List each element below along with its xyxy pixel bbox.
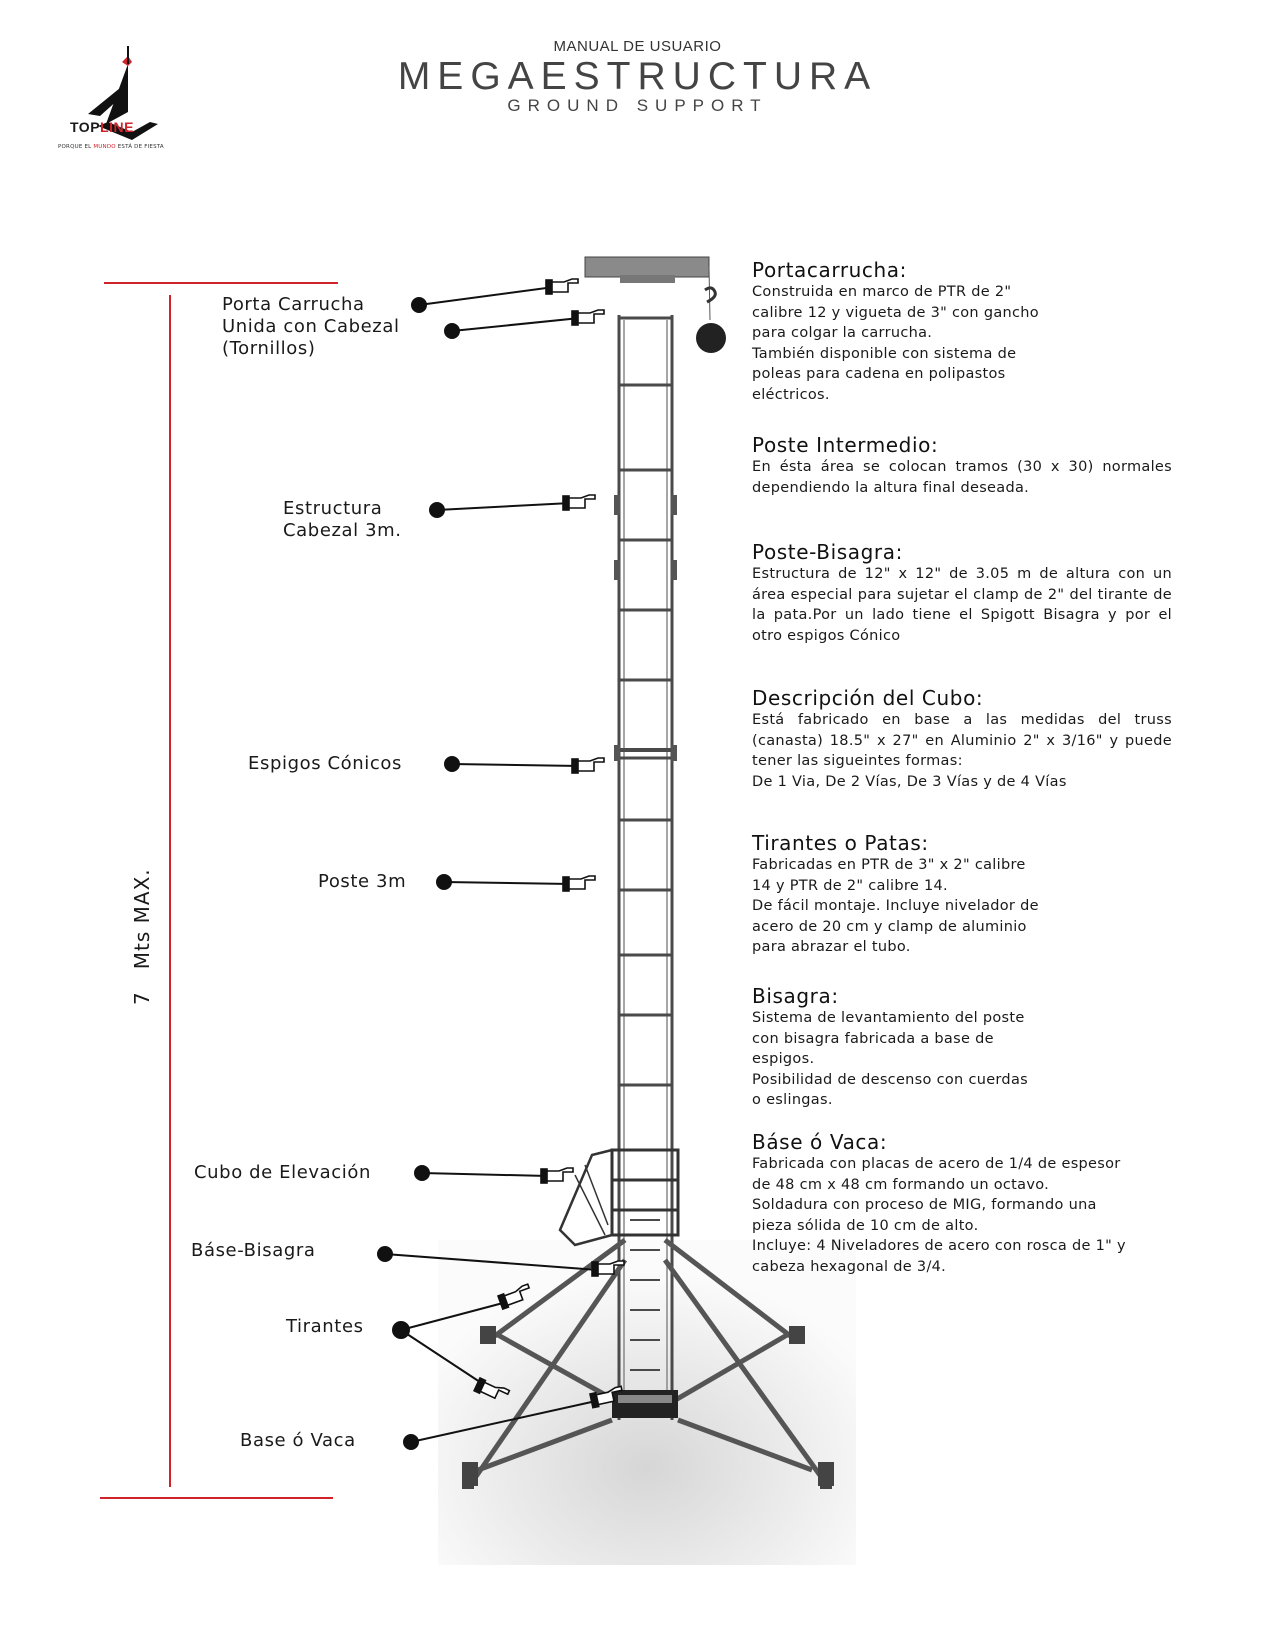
tagline-red: MUNDO: [93, 144, 116, 150]
callout-dot: [429, 502, 445, 518]
callout-label-tirantes: Tirantes: [286, 1316, 364, 1337]
pulley-weight: [696, 323, 726, 353]
brand-name-part2: LINE: [100, 119, 134, 135]
section-title: Tirantes o Patas:: [752, 831, 929, 855]
base-vaca: [612, 1390, 678, 1418]
callout-label-cubo-elevacion: Cubo de Elevación: [194, 1162, 372, 1183]
tagline-part1: PORQUE EL: [58, 144, 94, 150]
section-body: Estructura de 12" x 12" de 3.05 m de alt…: [752, 566, 1172, 644]
callout-dot: [436, 874, 452, 890]
pointing-hand-icon: [473, 278, 625, 1409]
section-descripcion-cubo: Descripción del Cubo: Está fabricado en …: [752, 686, 1172, 792]
callout-label-base-vaca: Base ó Vaca: [240, 1430, 356, 1451]
section-title: Bisagra:: [752, 984, 839, 1008]
page-title: MEGAESTRUCTURA: [397, 55, 878, 98]
section-body: Fabricada con placas de acero de 1/4 de …: [752, 1156, 1126, 1275]
callout-label-poste-3m: Poste 3m: [318, 871, 407, 892]
tirantes-legs: [472, 1237, 825, 1480]
section-title: Portacarrucha:: [752, 258, 907, 282]
section-title: Poste Intermedio:: [752, 433, 939, 457]
section-body: En ésta área se colocan tramos (30 x 30)…: [752, 459, 1172, 496]
tagline-part2: ESTÁ DE FIESTA: [115, 144, 164, 150]
hook-icon: [704, 286, 717, 304]
callout-dot: [444, 323, 460, 339]
page-subtitle: GROUND SUPPORT: [507, 96, 768, 115]
section-body: Fabricadas en PTR de 3" x 2" calibre 14 …: [752, 857, 1039, 955]
callout-label-porta-carrucha: Porta Carrucha Unida con Cabezal (Tornil…: [222, 294, 400, 359]
callout-label-estructura-cabezal: Estructura Cabezal 3m.: [283, 498, 402, 541]
section-title: Descripción del Cubo:: [752, 686, 984, 710]
section-portacarrucha: Portacarrucha: Construida en marco de PT…: [752, 258, 1172, 405]
porta-carrucha-beam: [584, 256, 710, 278]
callout-leaders: [377, 286, 599, 1450]
callout-dot: [377, 1246, 393, 1262]
callout-dot: [414, 1165, 430, 1181]
callout-dot: [392, 1321, 410, 1339]
section-poste-bisagra: Poste-Bisagra: Estructura de 12" x 12" d…: [752, 540, 1172, 646]
section-body: Construida en marco de PTR de 2" calibre…: [752, 284, 1039, 403]
callout-dot: [411, 297, 427, 313]
brand-name-part1: TOP: [70, 119, 101, 135]
section-title: Poste-Bisagra:: [752, 540, 903, 564]
callout-dot: [403, 1434, 419, 1450]
header-kicker: MANUAL DE USUARIO: [553, 38, 722, 55]
section-bisagra: Bisagra: Sistema de levantamiento del po…: [752, 984, 1172, 1111]
callout-label-base-bisagra: Báse-Bisagra: [191, 1240, 316, 1261]
section-title: Báse ó Vaca:: [752, 1130, 888, 1154]
cubo-de-elevacion: [558, 1148, 680, 1247]
brand-name: TOPLINE: [70, 119, 134, 135]
callout-label-espigos-conicos: Espigos Cónicos: [248, 753, 402, 774]
topline-logo-icon: [88, 46, 158, 140]
section-body: Está fabricado en base a las medidas del…: [752, 712, 1172, 790]
section-base-vaca: Báse ó Vaca: Fabricada con placas de ace…: [752, 1130, 1172, 1277]
callout-dot: [444, 756, 460, 772]
section-body: Sistema de levantamiento del poste con b…: [752, 1010, 1028, 1108]
brand-tagline: PORQUE EL MUNDO ESTÁ DE FIESTA: [58, 144, 164, 150]
section-poste-intermedio: Poste Intermedio: En ésta área se coloca…: [752, 433, 1172, 498]
height-dimension-label: 7 Mts MAX.: [130, 868, 154, 1005]
section-tirantes-patas: Tirantes o Patas: Fabricadas en PTR de 3…: [752, 831, 1172, 958]
